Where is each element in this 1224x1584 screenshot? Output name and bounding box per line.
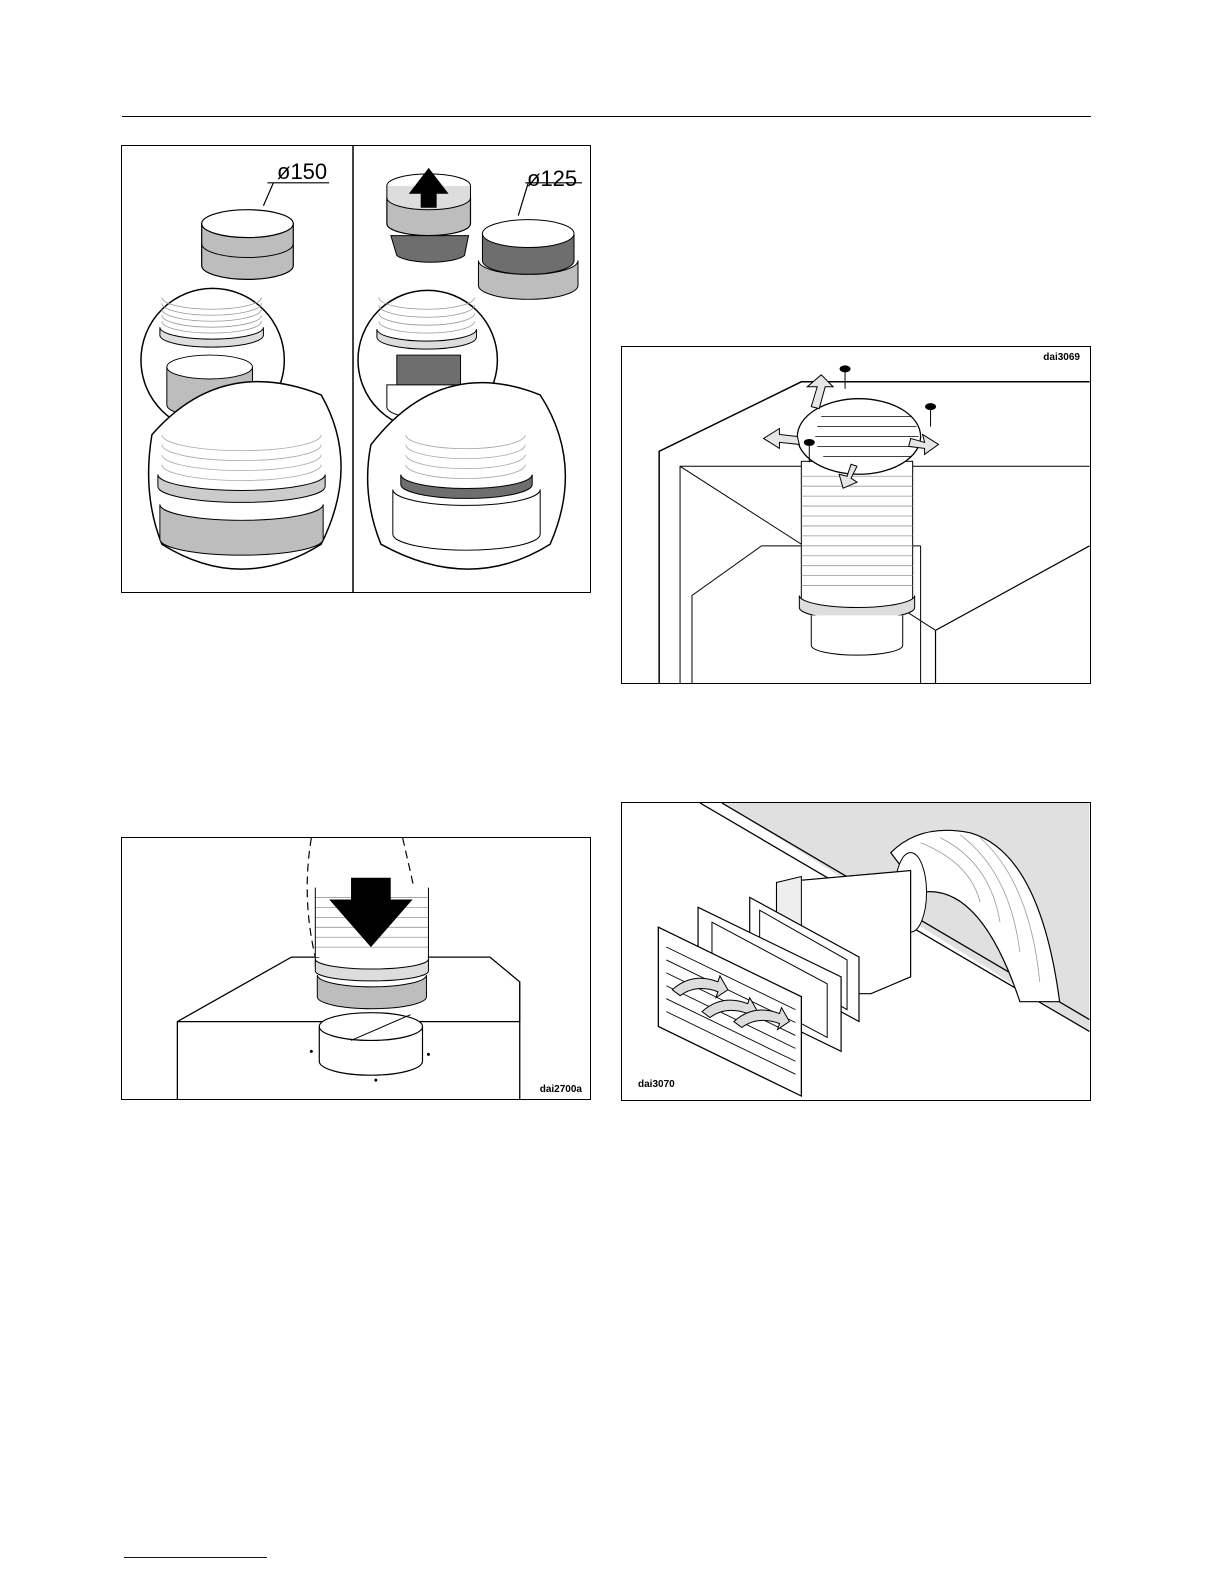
figure-wall-grille: dai3070	[621, 802, 1091, 1101]
footer-rule	[124, 1557, 267, 1558]
adaptor-rings-illustration	[122, 146, 590, 592]
figure-ceiling-grille: dai3069	[621, 346, 1091, 684]
diameter-150-label: ø150	[277, 161, 327, 183]
figure-code: dai2700a	[540, 1084, 582, 1095]
figure-code: dai3070	[638, 1079, 675, 1090]
figure-adaptor-rings: ø150 ø125	[121, 145, 591, 593]
figure-duct-connection: dai2700a	[121, 837, 591, 1100]
header-rule	[122, 116, 1091, 117]
diameter-125-label: ø125	[527, 168, 577, 190]
ceiling-grille-illustration	[622, 347, 1090, 683]
wall-grille-illustration	[622, 803, 1090, 1100]
figure-code: dai3069	[1043, 352, 1080, 363]
duct-connection-illustration	[122, 838, 590, 1099]
